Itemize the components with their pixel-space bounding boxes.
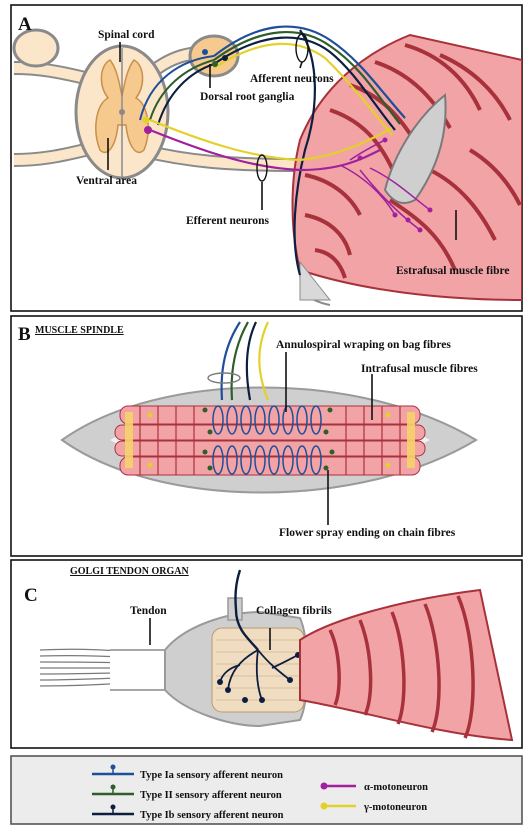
legend-label-type-ia: Type Ia sensory afferent neuron	[140, 770, 283, 781]
legend-label-type-ii: Type II sensory afferent neuron	[140, 790, 282, 801]
collagen-fibrils	[212, 628, 304, 712]
legend-label-alpha: α-motoneuron	[364, 782, 428, 793]
label-collagen: Collagen fibrils	[256, 605, 332, 617]
label-ventral-area: Ventral area	[76, 175, 137, 187]
panel-c-title: GOLGI TENDON ORGAN	[70, 566, 189, 577]
panel-c: C GOLGI TENDON ORGAN Tendon Collagen fib…	[11, 560, 522, 748]
label-afferent-neurons: Afferent neurons	[250, 73, 334, 85]
panel-c-letter: C	[24, 585, 38, 606]
label-annulospiral: Annulospiral wraping on bag fibres	[276, 339, 451, 351]
label-extrafusal-muscle: Estrafusal muscle fibre	[396, 265, 510, 277]
panel-b-letter: B	[18, 324, 31, 345]
label-dorsal-root-ganglia: Dorsal root ganglia	[200, 91, 295, 103]
panel-b: B MUSCLE SPINDLE Annulospiral wraping on…	[11, 316, 522, 556]
label-spinal-cord: Spinal cord	[98, 29, 155, 41]
panel-a-letter: A	[18, 14, 32, 35]
left-dorsal-root-ganglion	[14, 30, 58, 66]
panel-a: A Spinal cord Afferent neurons Dorsal ro…	[11, 5, 522, 311]
panel-b-title: MUSCLE SPINDLE	[35, 325, 124, 336]
legend-label-type-ib: Type Ib sensory afferent neuron	[140, 810, 284, 821]
label-efferent-neurons: Efferent neurons	[186, 215, 269, 227]
label-intrafusal: Intrafusal muscle fibres	[361, 363, 478, 375]
label-flower-spray: Flower spray ending on chain fibres	[279, 527, 456, 539]
legend-label-gamma: γ-motoneuron	[363, 802, 427, 813]
legend: Type Ia sensory afferent neuron Type II …	[11, 756, 522, 824]
label-tendon: Tendon	[130, 605, 167, 617]
